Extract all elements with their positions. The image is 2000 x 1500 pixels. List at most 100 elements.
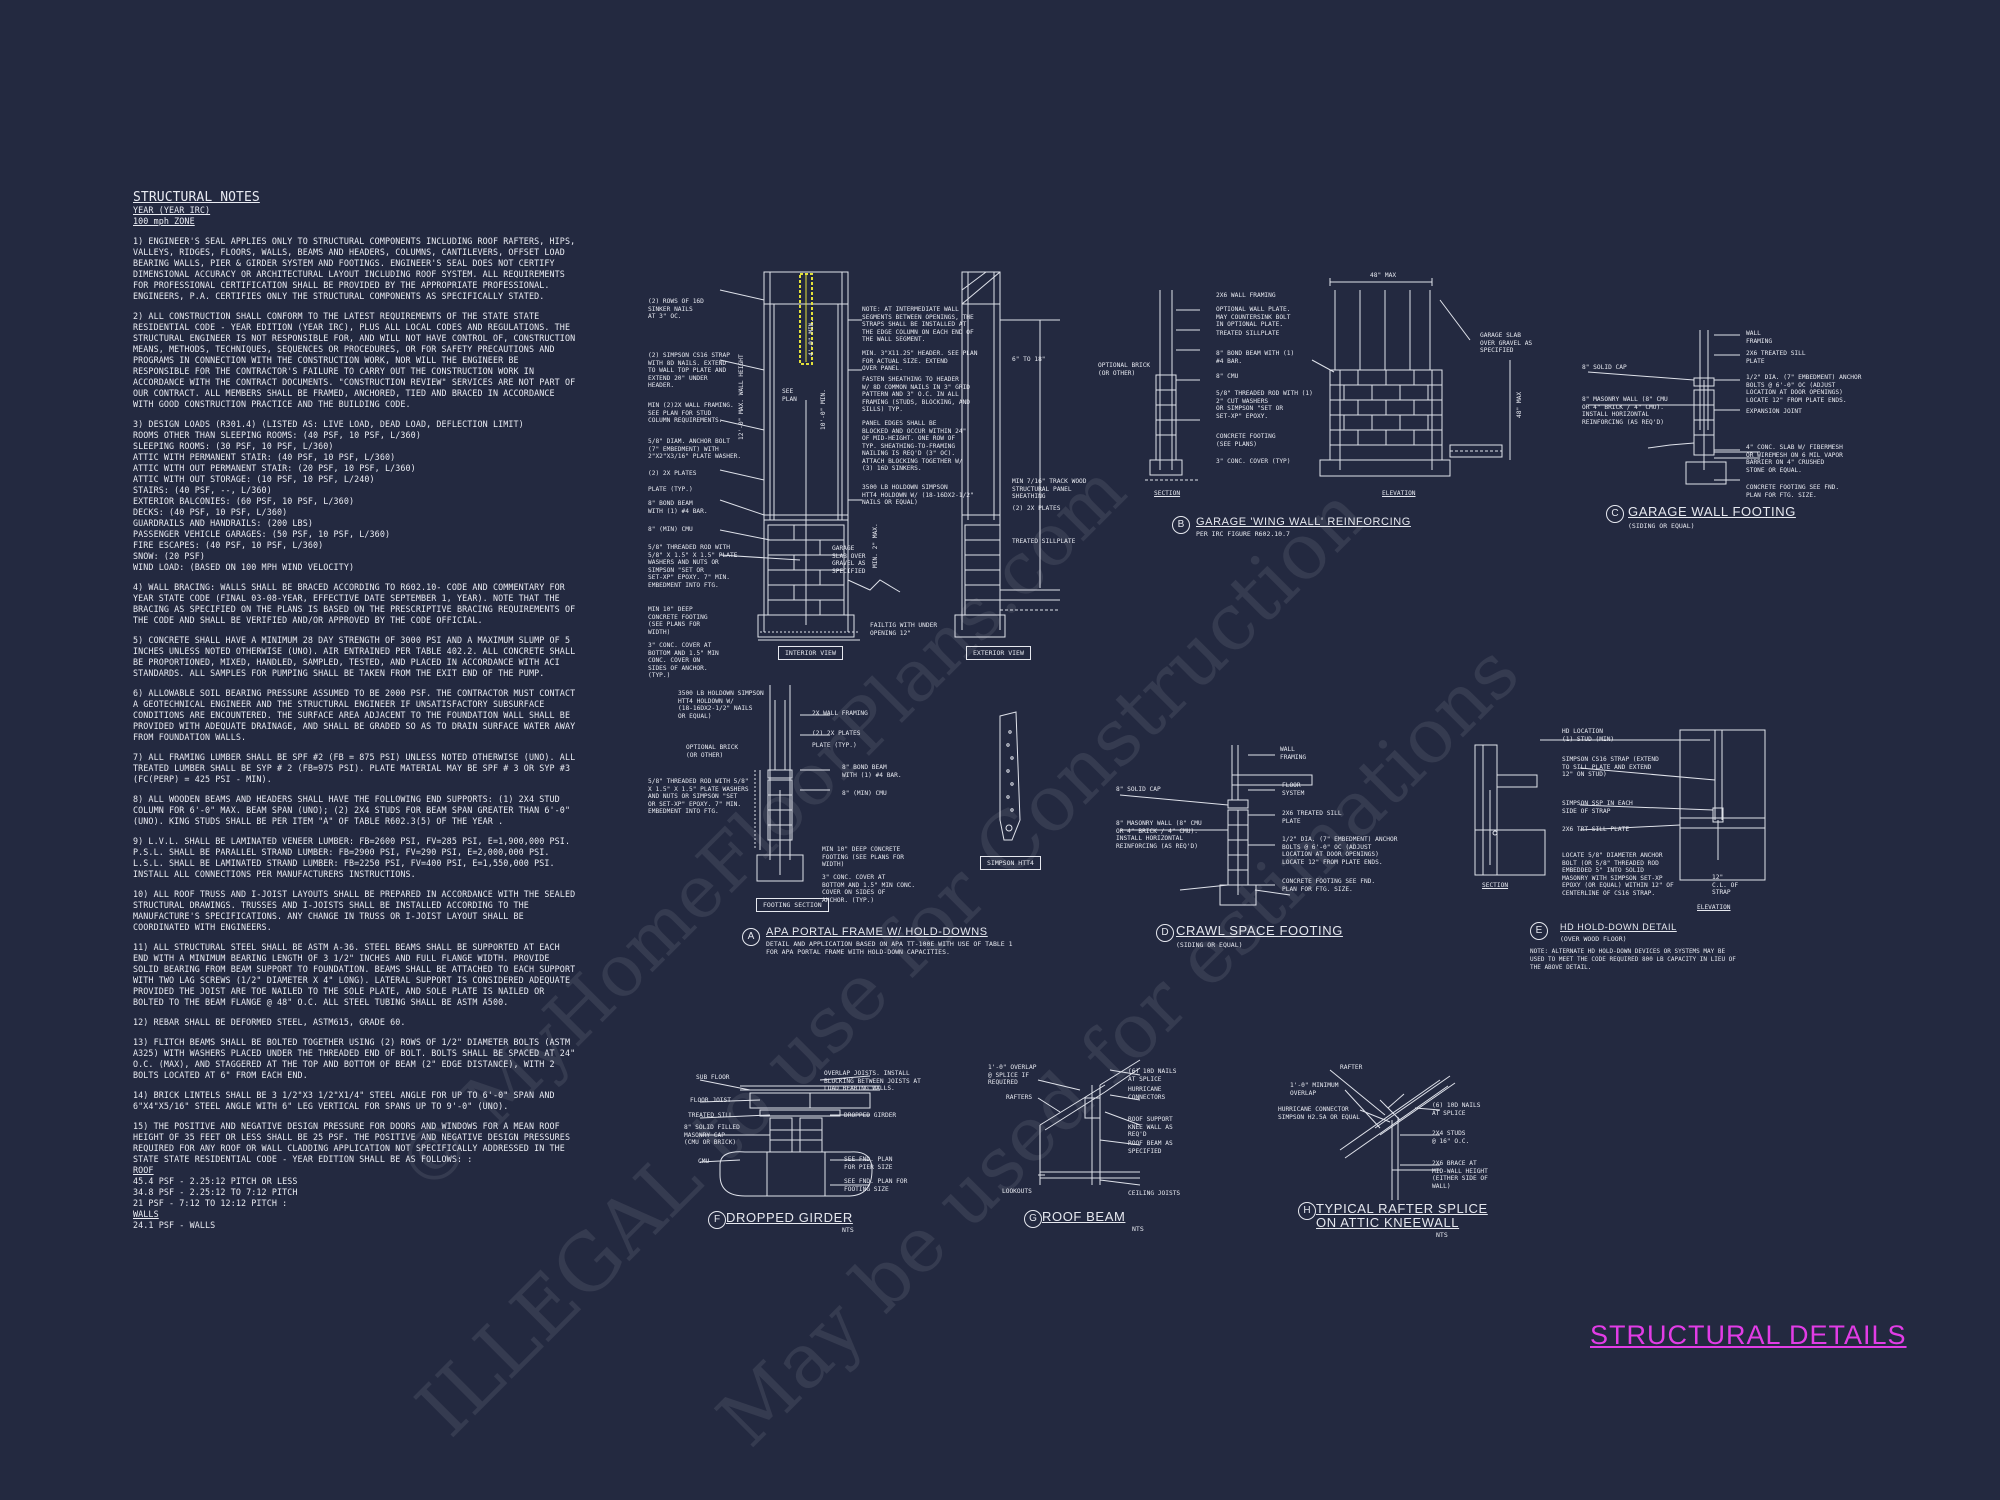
detail-f-bubble: F [708, 1211, 726, 1229]
c-note-footing: CONCRETE FOOTING SEE FND. PLAN FOR FTG. … [1746, 484, 1840, 499]
notes-title: STRUCTURAL NOTES [133, 190, 260, 205]
note-11: 11) ALL STRUCTURAL STEEL SHALL BE ASTM A… [133, 942, 576, 1007]
detail-a-note-6-18: 6" TO 18" [1012, 356, 1046, 363]
b-note-bond-beam: 8" BOND BEAM WITH (1) #4 BAR. [1216, 350, 1295, 365]
detail-e-title: HD HOLD-DOWN DETAIL [1560, 922, 1677, 932]
detail-a-note-anchor-bolt: 5/8" DIAM. ANCHOR BOLT (7" EMBEDMENT) WI… [648, 438, 742, 460]
footing-section-label: FOOTING SECTION [756, 898, 829, 912]
note-14: 14) BRICK LINTELS SHALL BE 3 1/2"x3 1/2"… [133, 1090, 555, 1111]
detail-a-note-cover: 3" CONC. COVER AT BOTTOM AND 1.5" MIN CO… [648, 642, 719, 679]
g-note-rafters: RAFTERS [1006, 1094, 1033, 1101]
fs-note-plate: PLATE (TYP.) [812, 742, 857, 749]
detail-a-note-panel-edges: PANEL EDGES SHALL BE BLOCKED AND OCCUR W… [862, 420, 967, 472]
fs-note-footing: MIN 10" DEEP CONCRETE FOOTING (SEE PLANS… [822, 846, 904, 868]
h-note-overlap: 1'-0" MINIMUM OVERLAP [1290, 1082, 1339, 1097]
b-note-cmu: 8" CMU [1216, 373, 1239, 380]
detail-a-dim-12ft: 12'-0" MAX. WALL HEIGHT [738, 354, 745, 440]
detail-h-title-2: ON ATTIC KNEEWALL [1316, 1215, 1460, 1230]
d-note-footing: CONCRETE FOOTING SEE FND. PLAN FOR FTG. … [1282, 878, 1376, 893]
detail-d-title: CRAWL SPACE FOOTING [1176, 923, 1343, 938]
f-note-girder: DROPPED GIRDER [844, 1112, 897, 1119]
detail-d-drawing [1119, 745, 1313, 906]
fs-note-cmu: 8" (MIN) CMU [842, 790, 887, 797]
b-note-wall-framing: 2x6 WALL FRAMING [1216, 292, 1276, 299]
c-note-expansion: EXPANSION JOINT [1746, 408, 1802, 415]
simpson-htt4-drawing [999, 711, 1021, 841]
c-note-masonry: 8" MASONRY WALL (8" CMU OR 4" BRICK / 4"… [1582, 396, 1668, 426]
note-4: 4) WALL BRACING: WALLS SHALL BE BRACED A… [133, 582, 576, 625]
e-note-hd-location: HD LOCATION (1) STUD (MIN) [1562, 728, 1615, 743]
load-item: ROOMS OTHER THAN SLEEPING ROOMS: (40 PSF… [133, 430, 421, 440]
e-elevation-label: ELEVATION [1697, 904, 1731, 911]
detail-g-nts: NTS [1132, 1225, 1144, 1233]
detail-f-nts: NTS [842, 1226, 854, 1234]
detail-b-section-drawing [1145, 290, 1200, 481]
detail-e-section-drawing [1474, 744, 1546, 876]
fs-note-plates: (2) 2x PLATES [812, 730, 861, 737]
c-note-wall-framing: WALL FRAMING [1746, 330, 1773, 345]
detail-a-note-threaded-rod: 5/8" THREADED ROD WITH 5/8" x 1.5" x 1.5… [648, 544, 738, 589]
detail-b-elevation-drawing [1311, 278, 1511, 477]
detail-a-note-header: MIN. 3"x11.25" HEADER. SEE PLAN FOR ACTU… [862, 350, 978, 372]
b-section-label: SECTION [1154, 490, 1181, 497]
note-15: 15) THE POSITIVE AND NEGATIVE DESIGN PRE… [133, 1121, 571, 1164]
f-note-floor-joist: FLOOR JOIST [690, 1097, 731, 1104]
c-note-solid-cap: 8" SOLID CAP [1582, 364, 1627, 371]
exterior-view-label: EXTERIOR VIEW [966, 646, 1031, 660]
detail-g-title: ROOF BEAM [1042, 1209, 1126, 1224]
b-dim-48-side: 48" MAX [1516, 391, 1523, 418]
detail-a-note-sillplate: TREATED SILLPLATE [1012, 538, 1076, 545]
roof-item: 45.4 PSF - 2.25:12 PITCH OR LESS [133, 1176, 298, 1186]
load-item: ATTIC WITH OUT STORAGE: (10 PSF, 10 PSF,… [133, 474, 375, 484]
detail-d-bubble: D [1156, 924, 1174, 942]
roof-item: 34.8 PSF - 2.25:12 TO 7:12 PITCH [133, 1187, 298, 1197]
fs-note-holdown: 3500 LB HOLDOWN SIMPSON HTT4 HOLDOWN W/ … [678, 690, 764, 720]
detail-a-interior-drawing [719, 271, 901, 641]
load-item: STAIRS: (40 PSF, --, L/360) [133, 485, 272, 495]
f-note-sub-floor: SUB FLOOR [696, 1074, 730, 1081]
fs-note-bond-beam: 8" BOND BEAM WITH (1) #4 BAR. [842, 764, 902, 779]
detail-a-note-holdown: 3500 LB HOLDOWN SIMPSON HTT4 HOLDOWN W/ … [862, 484, 974, 506]
detail-c-subtitle: (SIDING OR EQUAL) [1628, 522, 1695, 530]
b-note-sillplate: TREATED SILLPLATE [1216, 330, 1280, 337]
detail-a-dim-10ft: 10'-0" MIN. [820, 389, 827, 430]
d-note-floor-system: FLOOR SYSTEM [1282, 782, 1305, 797]
detail-a-note-plate: PLATE (TYP.) [648, 486, 693, 493]
b-dim-48-top: 48" MAX [1370, 272, 1397, 279]
fs-note-cover: 3" CONC. COVER AT BOTTOM AND 1.5" MIN CO… [822, 874, 916, 904]
f-note-overlap: OVERLAP JOISTS. INSTALL BLOCKING BETWEEN… [824, 1070, 921, 1092]
interior-view-label: INTERIOR VIEW [778, 646, 843, 660]
detail-g-drawing [1037, 1059, 1141, 1186]
g-note-knee-wall: ROOF SUPPORT KNEE WALL AS REQ'D [1128, 1116, 1173, 1138]
b-elevation-label: ELEVATION [1382, 490, 1416, 497]
b-note-threaded-rod: 5/8" THREADED ROD WITH (1) 2" CUT WASHER… [1216, 390, 1313, 420]
detail-a-title: APA PORTAL FRAME W/ HOLD-DOWNS [766, 926, 988, 938]
b-note-cover: 3" CONC. COVER (TYP) [1216, 458, 1291, 465]
d-note-masonry: 8" MASONRY WALL (8" CMU OR 4" BRICK / 4"… [1116, 820, 1202, 850]
e-note-strap-cl: 12" C.L. OF STRAP [1712, 874, 1739, 896]
detail-a-note-framing: MIN (2)2X WALL FRAMING. SEE PLAN FOR STU… [648, 402, 734, 424]
roof-heading: ROOF [133, 1165, 154, 1175]
walls-item: 24.1 PSF - WALLS [133, 1220, 216, 1230]
detail-b-title: GARAGE 'WING WALL' REINFORCING [1196, 516, 1411, 528]
detail-a-note-strap: (2) SIMPSON CS16 STRAP WITH 8d NAILS. EX… [648, 352, 730, 389]
f-note-pier: SEE FND. PLAN FOR PIER SIZE [844, 1156, 893, 1171]
detail-h-bubble: H [1298, 1202, 1316, 1220]
f-note-treated-sill: TREATED SILL [688, 1112, 733, 1119]
b-note-wall-plate: OPTIONAL WALL PLATE. MAY COUNTERSINK BOL… [1216, 306, 1291, 328]
roof-item: 21 PSF - 7:12 TO 12:12 PITCH : [133, 1198, 288, 1208]
detail-a-note-plates-ext: (2) 2x PLATES [1012, 505, 1061, 512]
detail-a-note-sheathing: FASTEN SHEATHING TO HEADER W/ 8d COMMON … [862, 376, 971, 413]
g-note-ceiling-joists: CEILING JOISTS [1128, 1190, 1181, 1197]
load-item: SNOW: (20 PSF) [133, 551, 205, 561]
detail-a-note-garage-slab: GARAGE SLAB OVER GRAVEL AS SPECIFIED [832, 545, 866, 575]
note-3-intro: 3) DESIGN LOADS (R301.4) (LISTED AS: LIV… [133, 419, 524, 429]
load-item: ATTIC WITH PERMANENT STAIR: (40 PSF, 10 … [133, 452, 396, 462]
fs-note-brick: OPTIONAL BRICK (OR OTHER) [686, 744, 739, 759]
load-item: SLEEPING ROOMS: (30 PSF, 10 PSF, L/360) [133, 441, 334, 451]
h-note-rafter: RAFTER [1340, 1064, 1363, 1071]
fs-note-framing: 2x WALL FRAMING [812, 710, 868, 717]
detail-f-title: DROPPED GIRDER [726, 1210, 853, 1225]
f-note-masonry-cap: 8" SOLID FILLED MASONRY CAP (CMU OR BRIC… [684, 1124, 740, 1146]
